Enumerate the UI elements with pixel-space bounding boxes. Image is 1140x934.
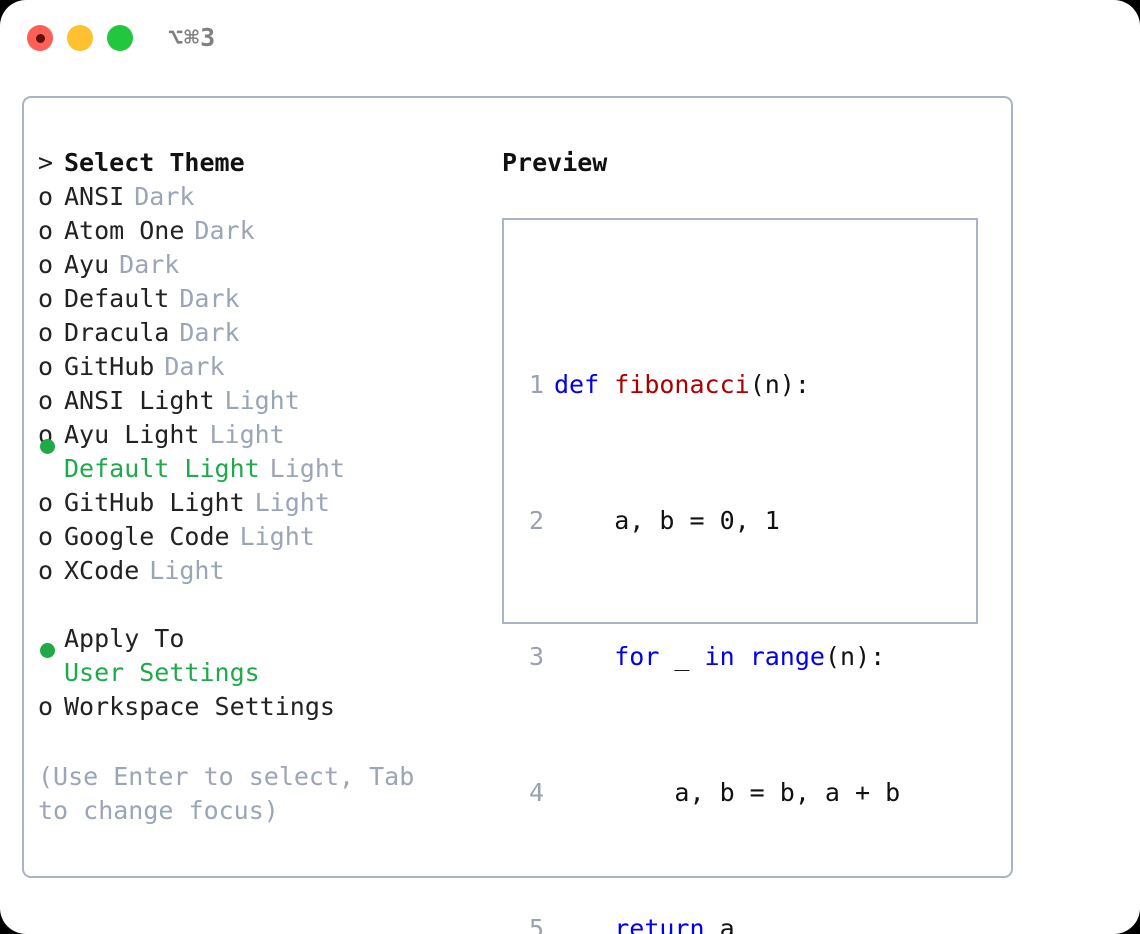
line-number: 1: [528, 370, 544, 399]
theme-option-label: ANSI Light: [64, 386, 215, 415]
main-panel: > Select Theme o ANSI Dark o Atom One Da…: [22, 96, 1013, 934]
preview-title: Preview: [502, 148, 608, 177]
theme-option-ayu-light[interactable]: o Ayu Light Light: [38, 418, 478, 452]
theme-option-tag: Dark: [179, 318, 240, 347]
theme-option-tag: Light: [239, 522, 315, 551]
theme-option-github-dark[interactable]: o GitHub Dark: [38, 350, 478, 384]
select-theme-title: Select Theme: [64, 148, 245, 177]
radio-unselected-icon[interactable]: o: [38, 216, 54, 245]
prompt-caret-icon: >: [38, 148, 54, 177]
keyboard-hint-text: (Use Enter to select, Tab to change focu…: [38, 762, 415, 825]
radio-selected-icon[interactable]: ●: [38, 439, 64, 486]
keyboard-shortcut-label: ⌥⌘3: [168, 23, 217, 52]
code-token: range: [749, 642, 825, 671]
code-line: 1 def fibonacci(n):: [516, 368, 930, 402]
code-token: fibonacci: [614, 370, 750, 399]
theme-option-tag: Light: [254, 488, 330, 517]
theme-option-label: Dracula: [64, 318, 170, 347]
theme-option-xcode[interactable]: o XCode Light: [38, 554, 478, 588]
code-token: (n):: [824, 642, 886, 671]
theme-option-label: Default: [64, 284, 170, 313]
code-token: a, b = b, a + b: [554, 778, 901, 807]
theme-option-label: Google Code: [64, 522, 230, 551]
apply-to-option-user-settings[interactable]: ● User Settings: [38, 643, 478, 690]
apply-to-option-label: Workspace Settings: [64, 692, 335, 721]
theme-option-tag: Dark: [119, 250, 180, 279]
traffic-light-buttons: [27, 25, 133, 51]
code-line: 4 a, b = b, a + b: [516, 776, 930, 810]
theme-option-ansi-light[interactable]: o ANSI Light Light: [38, 384, 478, 418]
theme-option-dracula-dark[interactable]: o Dracula Dark: [38, 316, 478, 350]
theme-option-tag: Light: [209, 420, 285, 449]
zoom-button-icon[interactable]: [107, 25, 133, 51]
code-token: [554, 914, 614, 934]
theme-option-label: GitHub Light: [64, 488, 245, 517]
theme-option-label: Ayu: [64, 250, 110, 279]
radio-unselected-icon[interactable]: o: [38, 556, 54, 585]
code-token: a, b = 0, 1: [554, 506, 780, 535]
theme-option-tag: Dark: [164, 352, 225, 381]
theme-option-tag: Dark: [194, 216, 255, 245]
code-token: return: [614, 914, 705, 934]
theme-option-label: ANSI: [64, 182, 125, 211]
radio-unselected-icon[interactable]: o: [38, 522, 54, 551]
theme-option-google-code[interactable]: o Google Code Light: [38, 520, 478, 554]
theme-option-default-light[interactable]: ● Default Light Light: [38, 439, 478, 486]
code-token: [735, 642, 750, 671]
apply-to-header: Apply To: [38, 622, 478, 656]
close-button-icon[interactable]: [27, 25, 53, 51]
section-spacer: [38, 588, 478, 622]
radio-unselected-icon[interactable]: o: [38, 250, 54, 279]
radio-selected-icon[interactable]: ●: [38, 643, 64, 690]
theme-option-atom-one-dark[interactable]: o Atom One Dark: [38, 214, 478, 248]
code-line: 5 return a: [516, 912, 930, 934]
theme-option-ayu-dark[interactable]: o Ayu Dark: [38, 248, 478, 282]
minimize-button-icon[interactable]: [67, 25, 93, 51]
line-number: 2: [528, 506, 544, 535]
theme-option-github-light[interactable]: o GitHub Light Light: [38, 486, 478, 520]
radio-unselected-icon[interactable]: o: [38, 386, 54, 415]
theme-option-tag: Light: [224, 386, 300, 415]
theme-option-tag: Light: [149, 556, 225, 585]
code-token: [554, 642, 614, 671]
theme-option-label: Ayu Light: [64, 420, 200, 449]
apply-to-option-label: User Settings: [64, 658, 260, 687]
code-token: _: [659, 642, 705, 671]
code-token: a: [704, 914, 735, 934]
theme-option-label: GitHub: [64, 352, 155, 381]
theme-option-tag: Dark: [179, 284, 240, 313]
theme-option-tag: Dark: [134, 182, 195, 211]
radio-unselected-icon[interactable]: o: [38, 284, 54, 313]
code-token: (n):: [749, 370, 810, 399]
code-token: def: [554, 370, 615, 399]
theme-option-label: XCode: [64, 556, 140, 585]
radio-unselected-icon[interactable]: o: [38, 488, 54, 517]
theme-picker: > Select Theme o ANSI Dark o Atom One Da…: [38, 146, 478, 724]
theme-option-ansi-dark[interactable]: o ANSI Dark: [38, 180, 478, 214]
radio-unselected-icon[interactable]: o: [38, 352, 54, 381]
theme-option-label: Atom One: [64, 216, 185, 245]
code-line: 2 a, b = 0, 1: [516, 504, 930, 538]
theme-option-label: Default Light: [64, 454, 260, 483]
line-number: 4: [528, 778, 544, 807]
code-token: in: [704, 642, 735, 671]
line-number: 3: [528, 642, 544, 671]
theme-option-default-dark[interactable]: o Default Dark: [38, 282, 478, 316]
radio-unselected-icon[interactable]: o: [38, 692, 54, 721]
theme-option-tag: Light: [269, 454, 345, 483]
apply-to-option-workspace-settings[interactable]: o Workspace Settings: [38, 690, 478, 724]
radio-unselected-icon[interactable]: o: [38, 318, 54, 347]
line-number: 5: [528, 914, 544, 934]
select-theme-header: > Select Theme: [38, 146, 478, 180]
apply-to-title: Apply To: [64, 624, 185, 653]
title-bar: ⌥⌘3: [0, 0, 1140, 78]
radio-unselected-icon[interactable]: o: [38, 182, 54, 211]
code-line: 3 for _ in range(n):: [516, 640, 930, 674]
code-token: for: [614, 642, 660, 671]
